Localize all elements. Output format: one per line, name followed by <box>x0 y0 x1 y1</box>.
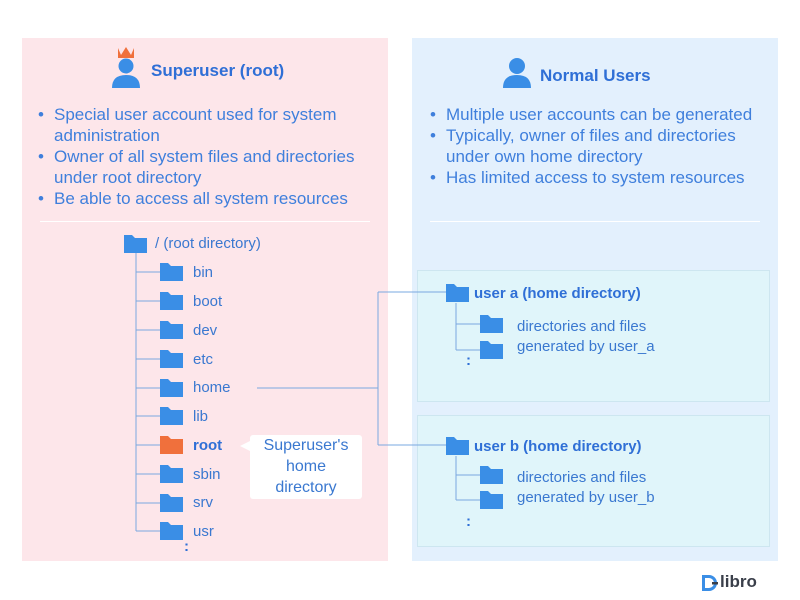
callout-line: directory <box>275 479 337 496</box>
normal-users-bullets: Multiple user accounts can be generated … <box>428 104 778 188</box>
user-a-desc-line2: generated by user_a <box>517 338 655 355</box>
folder-icon-user-b-sub1 <box>480 466 503 484</box>
dir-label-dev: dev <box>193 322 218 339</box>
user-a-desc-line1: directories and files <box>517 318 647 335</box>
user-a-home-title: user a (home directory) <box>474 285 641 302</box>
superuser-bullet: Special user account used for system adm… <box>36 104 376 146</box>
user-b-desc-line1: directories and files <box>517 469 647 486</box>
user-a-more-indicator: : <box>466 352 471 369</box>
folder-icon-user-b <box>446 437 469 455</box>
superuser-bullet: Be able to access all system resources <box>36 188 376 209</box>
dir-label-lib: lib <box>193 408 209 425</box>
user-b-home-title: user b (home directory) <box>474 438 642 455</box>
dir-label-srv: srv <box>193 494 213 511</box>
tree-lines <box>135 252 480 532</box>
superuser-bullet: Owner of all system files and directorie… <box>36 146 376 188</box>
normal-bullet: Typically, owner of files and directorie… <box>428 125 778 167</box>
folder-icon-root <box>160 436 183 454</box>
dir-label-bin: bin <box>193 264 214 281</box>
dlibro-brand-text: libro <box>720 572 757 591</box>
superuser-divider <box>40 221 370 222</box>
user-a-home-box <box>417 270 770 402</box>
dir-label-etc: etc <box>193 351 214 368</box>
user-b-more-indicator: : <box>466 513 471 530</box>
folder-icon-bin <box>160 263 183 281</box>
dir-label-usr: usr <box>193 523 214 540</box>
normal-users-divider <box>430 221 760 222</box>
folder-icon-sbin <box>160 465 183 483</box>
user-b-home-box <box>417 415 770 547</box>
folder-icon-user-a-sub1 <box>480 315 503 333</box>
callout-line: Superuser's <box>263 437 349 454</box>
dlibro-logo-icon <box>702 575 718 591</box>
folder-icon-user-a-sub2 <box>480 341 503 359</box>
normal-bullet: Has limited access to system resources <box>428 167 778 188</box>
folder-icon-boot <box>160 292 183 310</box>
superuser-bullets: Special user account used for system adm… <box>36 104 376 209</box>
normal-user-icon <box>503 58 531 88</box>
user-b-desc-line2: generated by user_b <box>517 489 655 506</box>
folder-icon-usr <box>160 522 183 540</box>
folder-icon-user-a <box>446 284 469 302</box>
dir-label-sbin: sbin <box>193 466 221 483</box>
dir-label-boot: boot <box>193 293 223 310</box>
folder-icon-dev <box>160 321 183 339</box>
normal-bullet: Multiple user accounts can be generated <box>428 104 778 125</box>
normal-users-title: Normal Users <box>540 66 651 85</box>
folder-icons <box>124 235 503 540</box>
folder-icon-etc <box>160 350 183 368</box>
dir-label-root: root <box>193 437 223 454</box>
callout-pointer <box>240 441 250 451</box>
folder-icon-home <box>160 379 183 397</box>
superuser-home-callout: Superuser's home directory <box>250 435 362 499</box>
folder-icon-lib <box>160 407 183 425</box>
root-folder-icon <box>124 235 147 253</box>
superuser-title: Superuser (root) <box>151 61 285 80</box>
tree-more-indicator: : <box>184 538 189 555</box>
folder-icon-srv <box>160 494 183 512</box>
superuser-icon <box>112 47 140 88</box>
callout-line: home <box>285 458 327 475</box>
dir-label-home: home <box>193 379 231 396</box>
root-directory-label: / (root directory) <box>155 235 261 252</box>
folder-icon-user-b-sub2 <box>480 491 503 509</box>
